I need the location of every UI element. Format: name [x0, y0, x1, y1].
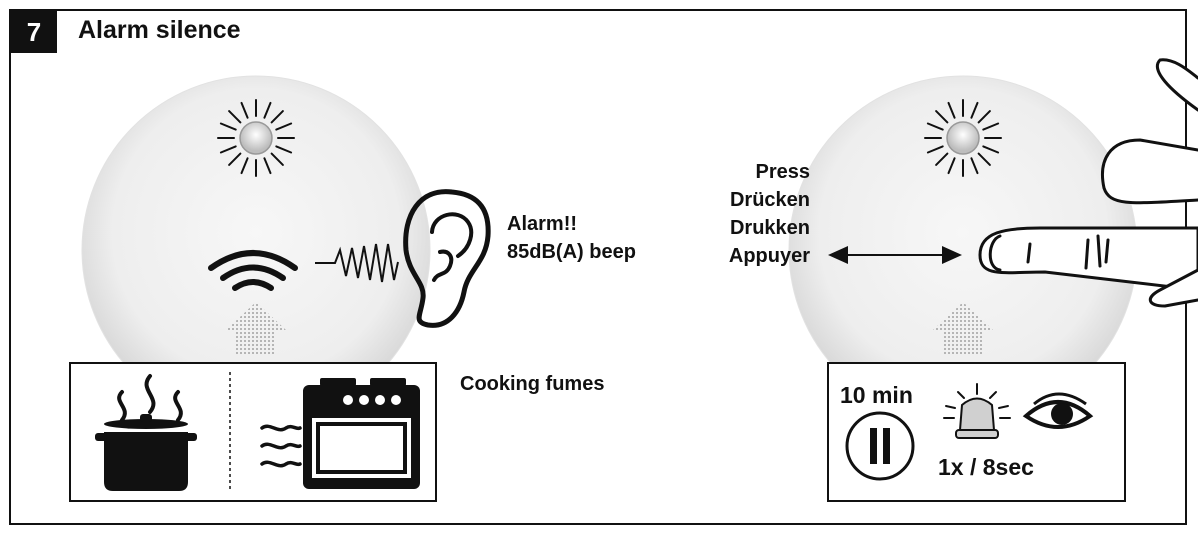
press-label-de: Drücken: [729, 189, 810, 211]
press-label-nl: Drukken: [729, 217, 810, 239]
beep-label: 85dB(A) beep: [507, 241, 636, 263]
blinking-light-icon: [943, 383, 1011, 439]
smoke-vent-icon: [226, 302, 286, 354]
pause-icon: [845, 411, 915, 481]
oven-icon: [260, 378, 420, 489]
smoke-detector-left: [81, 75, 431, 425]
ear-icon: [403, 189, 491, 328]
press-label-fr: Appuyer: [728, 245, 810, 267]
eye-icon: [1022, 392, 1094, 429]
page-title: Alarm silence: [78, 16, 241, 44]
blink-rate-label: 1x / 8sec: [938, 454, 1034, 480]
step-number-badge: 7: [11, 11, 57, 53]
siren-light-icon: [924, 99, 1002, 177]
press-label-en: Press: [755, 161, 811, 183]
smoke-vent-icon: [933, 302, 993, 354]
beep-squiggle: [315, 243, 399, 283]
sound-waves-icon: [208, 250, 298, 291]
finger-press-icon: [978, 58, 1198, 308]
cooking-fumes-label: Cooking fumes: [460, 373, 605, 395]
smoke-detector-right: [788, 75, 1138, 425]
siren-light-icon: [217, 99, 295, 177]
cooking-pot-icon: [95, 374, 197, 491]
duration-label: 10 min: [840, 382, 913, 408]
press-arrow: [828, 246, 962, 264]
alarm-label: Alarm!!: [507, 213, 578, 235]
press-labels: Press Drücken Drukken Appuyer: [729, 158, 810, 270]
